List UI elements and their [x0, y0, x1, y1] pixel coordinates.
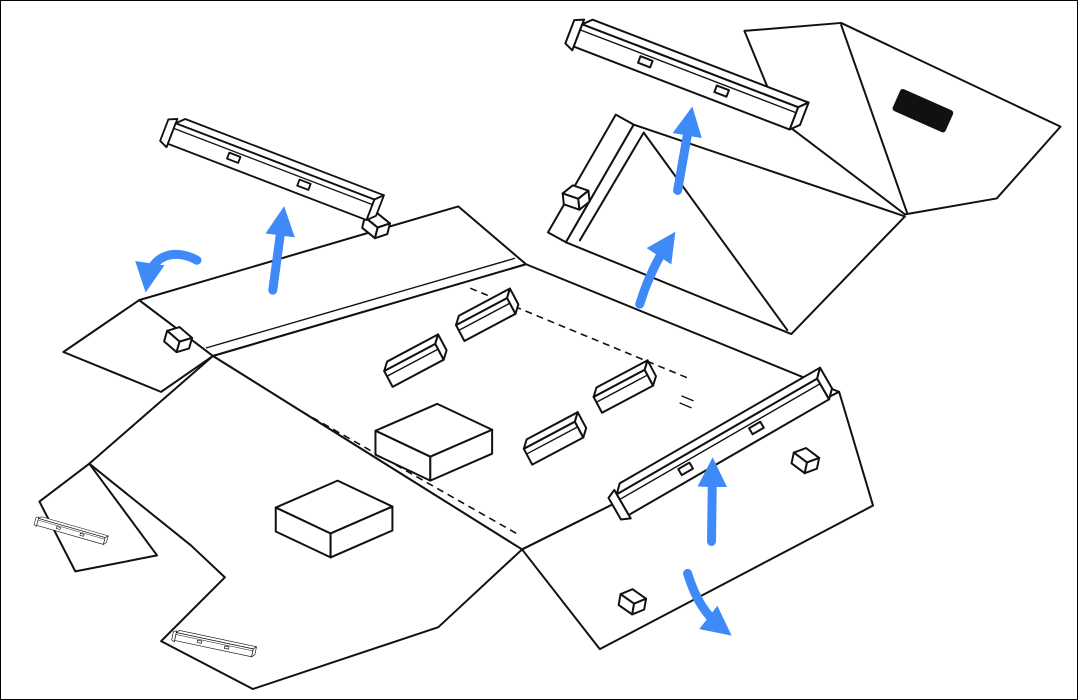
arrow-curved-left — [135, 249, 202, 293]
upright-back-panel — [546, 113, 906, 336]
arrow-up-left — [265, 206, 295, 295]
arrow-up-center-top — [672, 106, 702, 195]
handle-hole — [892, 88, 954, 133]
far-left-small-flap — [33, 462, 159, 573]
far-left-flap — [62, 299, 214, 393]
arrow-curved-bottom-right — [683, 568, 732, 636]
arrow-up-right — [697, 457, 728, 546]
arrow-up-panel — [635, 231, 676, 309]
detached-rail-left — [157, 112, 385, 228]
instruction-arrows — [135, 106, 732, 636]
